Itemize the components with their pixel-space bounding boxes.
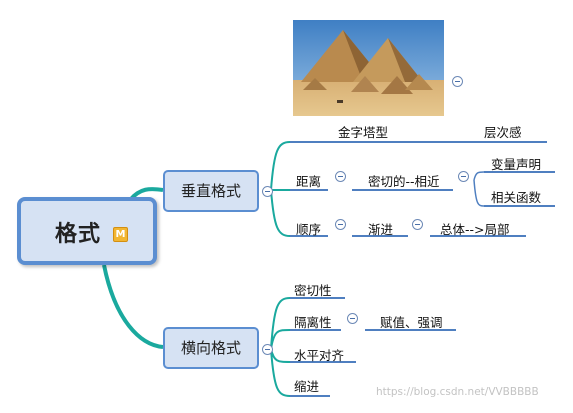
distance-collapse-toggle[interactable] — [335, 171, 346, 182]
close-near-fork — [473, 171, 485, 207]
subtopic-horizontal-align[interactable]: 水平对齐 — [294, 348, 345, 363]
subtopic-distance[interactable]: 距离 — [296, 174, 322, 189]
subtopic-overall-to-local[interactable]: 总体-->局部 — [440, 222, 510, 237]
order-collapse-toggle[interactable] — [335, 219, 346, 230]
subtopic-isolation[interactable]: 隔离性 — [294, 315, 332, 330]
vertical-branch-connector — [270, 141, 291, 237]
subtopic-order[interactable]: 顺序 — [296, 222, 322, 237]
topic-horizontal-format-label: 横向格式 — [180, 339, 241, 357]
subtopic-closeness[interactable]: 密切性 — [294, 283, 332, 298]
subtopic-close-near[interactable]: 密切的--相近 — [368, 174, 440, 189]
subtopic-indentation[interactable]: 缩进 — [294, 379, 320, 394]
subtopic-layering[interactable]: 层次感 — [484, 125, 522, 140]
pyramids-image — [293, 20, 444, 116]
subtopic-variable-declaration[interactable]: 变量声明 — [491, 157, 542, 172]
topic-vertical-format[interactable]: 垂直格式 — [163, 170, 259, 212]
horizontal-branch-connector — [270, 297, 291, 397]
subtopic-progressive[interactable]: 渐进 — [368, 222, 394, 237]
marker-m-icon: M — [113, 227, 128, 242]
root-topic-label: 格式 — [55, 222, 102, 247]
root-to-horizontal-connector — [102, 264, 164, 349]
subtopic-assign-emphasize[interactable]: 赋值、强调 — [380, 315, 443, 330]
image-collapse-toggle[interactable] — [452, 76, 463, 87]
vertical-format-collapse-toggle[interactable] — [262, 186, 273, 197]
subtopic-related-functions[interactable]: 相关函数 — [491, 190, 542, 205]
root-topic[interactable]: 格式 M — [17, 197, 157, 265]
pyramids-photo-icon — [293, 20, 444, 116]
topic-vertical-format-label: 垂直格式 — [180, 182, 241, 200]
subtopic-pyramid[interactable]: 金字塔型 — [338, 125, 389, 140]
topic-horizontal-format[interactable]: 横向格式 — [163, 327, 259, 369]
close-near-collapse-toggle[interactable] — [458, 171, 469, 182]
isolation-collapse-toggle[interactable] — [347, 313, 358, 324]
watermark: https://blog.csdn.net/VVBBBBB — [376, 386, 539, 398]
progressive-collapse-toggle[interactable] — [412, 219, 423, 230]
horizontal-format-collapse-toggle[interactable] — [262, 344, 273, 355]
